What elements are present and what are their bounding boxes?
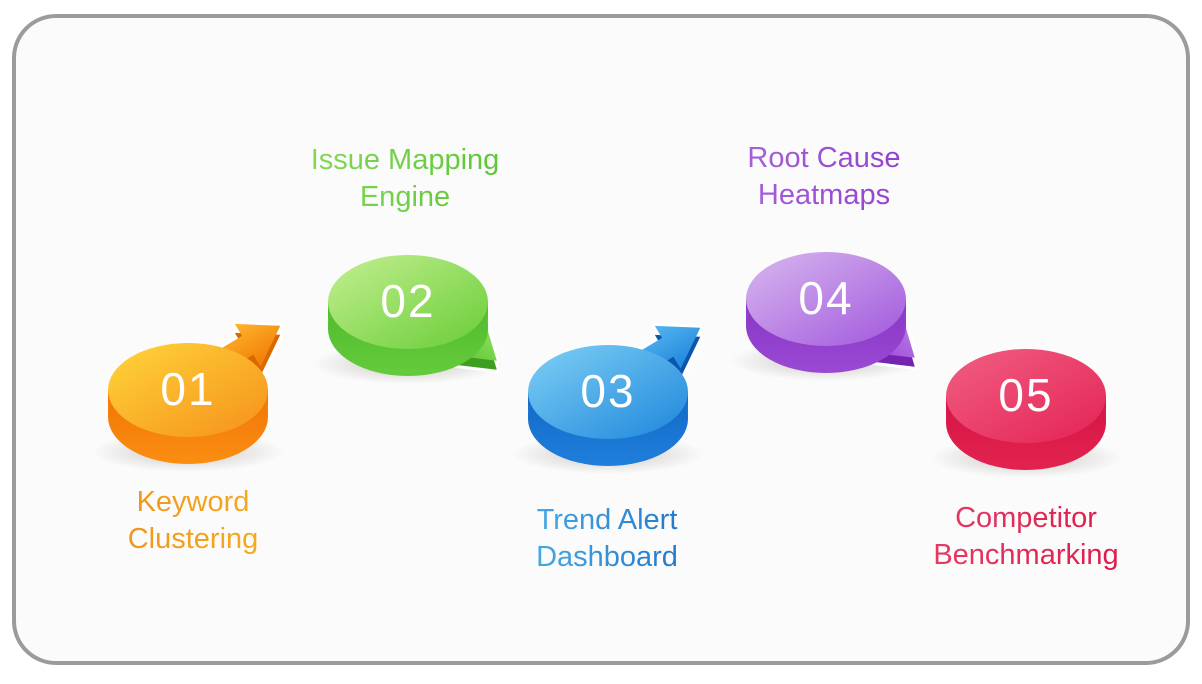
step-2-number: 02 [380,275,436,327]
step-3-disc: 03 [508,282,748,522]
disc-top [528,345,688,439]
step-4-label-line1: Root Cause [747,142,901,174]
disc-top [328,255,488,349]
disc-svg [312,255,504,384]
disc-top [946,349,1106,443]
step-5-number: 05 [998,369,1054,421]
step-4-label-line2: Heatmaps [757,179,891,211]
step-3-label-line2: Dashboard [536,541,678,573]
disc-svg [512,322,704,474]
step-5-label: Competitor Benchmarking [896,500,1156,574]
step-3-number: 03 [580,365,636,417]
step-5-label-line2: Benchmarking [933,539,1119,571]
step-1-disc: 01 [88,280,328,520]
step-1-label-line1: Keyword [136,486,250,518]
step-4-label: Root Cause Heatmaps [694,140,954,214]
step-5-label-line1: Competitor [955,502,1097,534]
step-1-label: Keyword Clustering [63,484,323,558]
step-2-label-line2: Engine [359,181,451,213]
disc-top [746,252,906,346]
disc-top [108,343,268,437]
step-4-disc: 04 [726,189,966,429]
step-4-number: 04 [798,272,854,324]
infographic-card: 01 [12,14,1190,665]
step-3-label: Trend Alert Dashboard [477,502,737,576]
step-3-label-line1: Trend Alert [536,504,678,536]
step-5-disc: 05 [926,286,1166,526]
step-1-label-line2: Clustering [127,523,259,555]
step-2-label-line1: Issue Mapping [310,144,500,176]
disc-svg [930,349,1122,478]
step-2-disc: 02 [308,192,548,432]
disc-svg [730,252,922,381]
disc-svg [92,320,284,472]
step-1-number: 01 [160,363,216,415]
step-2-label: Issue Mapping Engine [275,142,535,216]
